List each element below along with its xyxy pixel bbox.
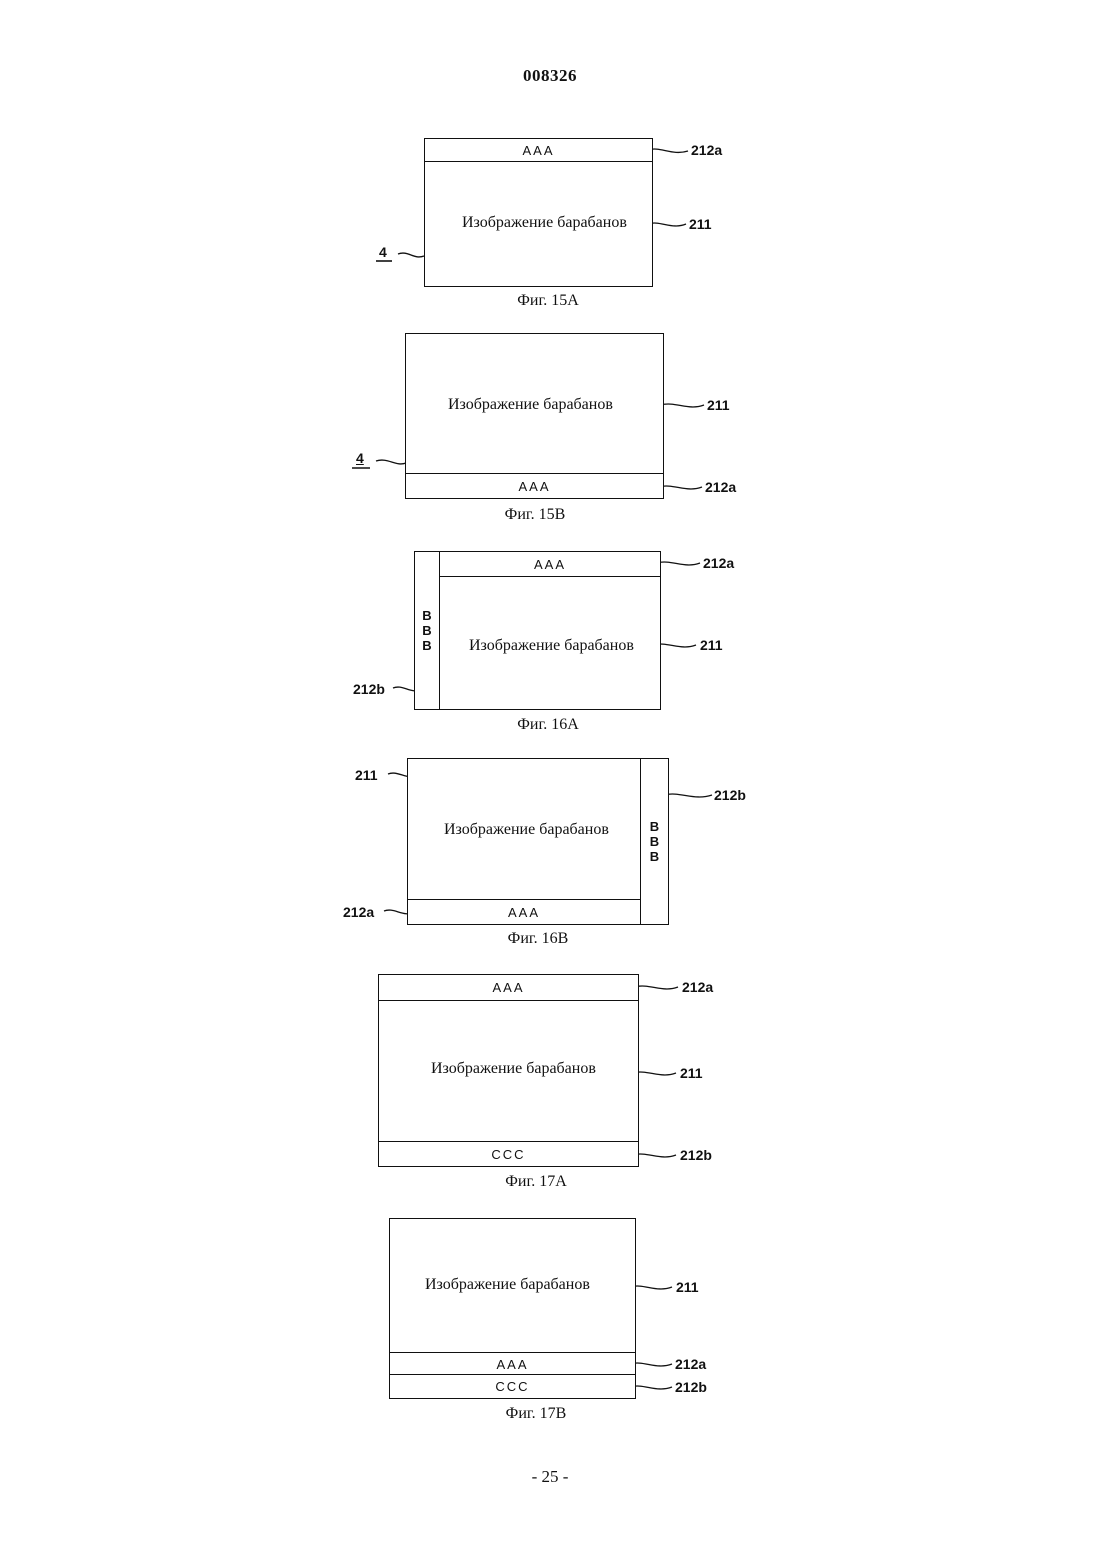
fig-15b-caption: Фиг. 15B (435, 506, 635, 524)
fig-15b-ref-frame: 4 (356, 450, 364, 466)
fig-17b-ref-main: 211 (676, 1279, 699, 1295)
leader-17b-212b (630, 1386, 672, 1389)
fig-15a-ref-frame: 4 (379, 244, 387, 260)
fig-15a-top-band-text: AAA (522, 143, 554, 158)
fig-17b-caption: Фиг. 17B (436, 1405, 636, 1423)
fig-16a-ref-side: 212b (353, 681, 385, 697)
fig-16b-bottom-band-text: AAA (508, 905, 540, 920)
leader-15a-4 (398, 253, 424, 257)
fig-17a-ref-bottom: 212b (680, 1147, 712, 1163)
fig-15a-ref-main: 211 (689, 216, 712, 232)
fig-17b-band-2: CCC (390, 1374, 635, 1398)
fig-17a-top-band-text: AAA (492, 980, 524, 995)
leader-17a-212a (634, 986, 678, 989)
fig-16a-ref-top: 212a (703, 555, 734, 571)
fig-16b-main-text: Изображение барабанов (444, 821, 609, 839)
fig-17b-ref-band-1: 212a (675, 1356, 706, 1372)
fig-16a-side-band: B B B (415, 552, 440, 709)
fig-17a-ref-top: 212a (682, 979, 713, 995)
fig-16a-top-band: AAA (440, 552, 660, 577)
fig-17a-bottom-band-text: CCC (491, 1147, 525, 1162)
fig-16b-ref-main: 211 (355, 767, 378, 783)
fig-15b-bottom-band-text: AAA (518, 479, 550, 494)
leader-16b-212b (664, 794, 712, 797)
leader-16a-212a (656, 562, 700, 565)
fig-15b-ref-bottom: 212a (705, 479, 736, 495)
fig-17a-top-band: AAA (379, 975, 638, 1001)
leader-15b-4 (376, 460, 406, 464)
fig-17b-band-2-text: CCC (495, 1379, 529, 1394)
fig-16b-side-band-text: B B B (650, 819, 659, 864)
fig-16a-caption: Фиг. 16A (448, 716, 648, 734)
fig-16a-top-band-text: AAA (534, 557, 566, 572)
fig-16b-display: B B B AAA Изображение барабанов (407, 758, 669, 925)
fig-16a-ref-main: 211 (700, 637, 723, 653)
fig-16a-side-band-text: B B B (422, 608, 431, 653)
fig-16b-ref-side: 212b (714, 787, 746, 803)
fig-15a-caption: Фиг. 15A (448, 292, 648, 310)
fig-15b-display: AAA Изображение барабанов (405, 333, 664, 499)
fig-15a-main-text: Изображение барабанов (462, 214, 627, 232)
fig-15a-display: AAA Изображение барабанов (424, 138, 653, 287)
fig-17b-band-1-text: AAA (496, 1357, 528, 1372)
fig-17a-ref-main: 211 (680, 1065, 703, 1081)
fig-17a-bottom-band: CCC (379, 1141, 638, 1166)
fig-16b-bottom-band: AAA (408, 899, 640, 924)
leader-15a-211 (648, 223, 686, 226)
fig-17b-main-text: Изображение барабанов (425, 1276, 590, 1294)
fig-16a-display: B B B AAA Изображение барабанов (414, 551, 661, 710)
fig-17a-display: AAA CCC Изображение барабанов (378, 974, 639, 1167)
leader-15b-212a (658, 486, 702, 489)
leader-15a-212a (648, 149, 688, 152)
fig-17b-band-1: AAA (390, 1352, 635, 1376)
fig-15a-ref-top: 212a (691, 142, 722, 158)
fig-17a-caption: Фиг. 17A (436, 1173, 636, 1191)
fig-15b-bottom-band: AAA (406, 473, 663, 498)
leader-17b-211 (630, 1286, 672, 1289)
leader-17b-212a (630, 1363, 672, 1366)
fig-16b-caption: Фиг. 16B (438, 930, 638, 948)
fig-17b-display: CCC AAA Изображение барабанов (389, 1218, 636, 1399)
fig-17b-ref-band-2: 212b (675, 1379, 707, 1395)
fig-15a-top-band: AAA (425, 139, 652, 162)
fig-17a-main-text: Изображение барабанов (431, 1060, 596, 1078)
fig-15b-main-text: Изображение барабанов (448, 396, 613, 414)
fig-16a-main-text: Изображение барабанов (469, 637, 634, 655)
fig-16b-side-band: B B B (640, 759, 668, 924)
fig-16b-ref-bottom: 212a (343, 904, 374, 920)
leader-15b-211 (660, 404, 704, 407)
fig-15b-ref-main: 211 (707, 397, 730, 413)
